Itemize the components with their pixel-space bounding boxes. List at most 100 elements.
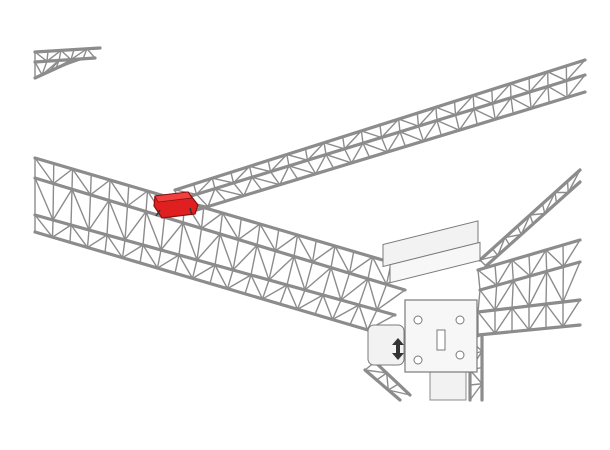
main-truss-diagonal: [178, 254, 194, 280]
lower-left-stub-diagonal: [385, 372, 390, 391]
upper-truss-strut: [472, 94, 475, 110]
main-truss-strut: [70, 188, 73, 226]
upper-truss-strut: [306, 159, 317, 175]
upper-truss-strut: [547, 85, 550, 104]
upper-truss-strut: [416, 112, 420, 127]
corner-tower: [367, 220, 481, 401]
upper-truss-diagonal: [435, 106, 457, 116]
main-truss-diagonal: [322, 294, 334, 321]
top-left-truss-strut: [70, 48, 75, 61]
upper-truss-diagonal: [325, 153, 353, 164]
top-left-truss-strut: [48, 59, 60, 73]
right-truss-diagonal: [545, 303, 564, 328]
upper-truss-strut: [360, 130, 364, 144]
upper-truss-strut: [435, 106, 438, 122]
main-truss-strut: [250, 244, 258, 276]
upper-truss-strut: [528, 91, 532, 110]
top-left-truss-strut: [58, 49, 62, 62]
upper-truss-diagonal: [566, 74, 586, 99]
main-truss-diagonal: [214, 264, 229, 290]
main-truss-strut: [226, 269, 234, 290]
upper-truss-diagonal: [473, 108, 496, 120]
main-truss-strut: [293, 234, 299, 258]
upper-truss-diagonal: [248, 165, 272, 173]
right-truss-strut: [494, 284, 498, 311]
right-truss-diagonal: [511, 259, 531, 277]
right-truss-strut: [511, 279, 515, 309]
upper-truss-diagonal: [547, 71, 568, 82]
main-truss-strut: [314, 294, 324, 316]
upper-truss-diagonal: [380, 118, 400, 139]
lower-left-stub-diagonal: [387, 389, 411, 396]
main-truss-diagonal: [274, 234, 299, 252]
main-truss-strut: [191, 259, 198, 280]
right-truss-diagonal: [529, 249, 547, 277]
brace-diagonal: [520, 214, 531, 236]
top-left-truss-diagonal: [34, 51, 48, 62]
upper-truss-strut: [397, 118, 401, 133]
upper-truss-strut: [417, 125, 425, 142]
upper-truss-diagonal: [565, 59, 586, 82]
brace-diagonal: [479, 254, 499, 261]
right-truss-diagonal: [528, 270, 548, 307]
main-truss-diagonal: [86, 234, 108, 249]
main-truss-strut: [89, 173, 92, 196]
main-truss-strut: [237, 217, 242, 241]
main-truss-diagonal: [121, 244, 144, 259]
main-truss-diagonal: [296, 234, 314, 263]
main-truss-strut: [71, 168, 74, 190]
upper-truss-diagonal: [195, 177, 213, 196]
upper-truss-diagonal: [232, 165, 251, 184]
top-left-truss-diagonal: [55, 59, 60, 70]
upper-truss-diagonal: [350, 142, 364, 164]
upper-truss-strut: [248, 165, 253, 178]
main-truss-strut: [174, 254, 180, 274]
main-truss-strut: [52, 182, 55, 221]
top-left-truss-diagonal: [34, 61, 43, 76]
main-truss-diagonal: [259, 223, 277, 252]
main-truss-diagonal: [250, 274, 264, 300]
main-truss-diagonal: [376, 289, 406, 311]
right-truss-diagonal: [545, 249, 565, 268]
main-truss-strut: [196, 227, 203, 261]
brace-diagonal: [544, 191, 556, 215]
upper-truss-strut: [380, 136, 389, 153]
main-truss-strut: [106, 199, 110, 236]
right-truss-diagonal: [562, 239, 581, 268]
bolt: [413, 355, 423, 365]
right-truss-strut: [545, 270, 548, 305]
main-truss-diagonal: [340, 278, 369, 301]
brace-strut: [529, 214, 534, 225]
main-truss-diagonal: [237, 223, 261, 241]
upper-truss-strut: [454, 114, 461, 131]
main-truss-diagonal: [331, 304, 360, 321]
main-truss-strut: [348, 250, 355, 274]
main-truss-diagonal: [70, 224, 89, 249]
upper-truss-strut: [491, 102, 496, 120]
top-left-truss-chord: [33, 46, 102, 54]
lower-left-stub-chord: [363, 368, 402, 402]
main-truss-diagonal: [34, 177, 54, 221]
main-truss-strut: [145, 190, 149, 213]
upper-truss-diagonal: [251, 176, 281, 186]
main-truss-strut: [244, 274, 252, 295]
main-truss-diagonal: [348, 256, 374, 274]
main-truss-strut: [88, 194, 92, 231]
main-truss-diagonal: [304, 266, 332, 291]
upper-truss-strut: [491, 88, 494, 105]
clamp-highlighted[interactable]: [153, 191, 199, 219]
main-truss-diagonal: [89, 179, 111, 196]
main-truss-strut: [108, 179, 111, 202]
main-truss-diagonal: [226, 274, 252, 290]
top-left-truss-strut: [41, 60, 48, 76]
main-truss-strut: [340, 272, 351, 301]
upper-truss-diagonal: [454, 94, 474, 116]
upper-truss-diagonal: [279, 165, 290, 186]
main-truss-diagonal: [156, 254, 180, 269]
upper-truss-diagonal: [458, 108, 475, 131]
upper-truss-diagonal: [269, 153, 288, 173]
lower-left-stub-strut: [375, 372, 388, 381]
upper-truss-strut: [267, 159, 272, 173]
main-truss-diagonal: [256, 244, 270, 281]
